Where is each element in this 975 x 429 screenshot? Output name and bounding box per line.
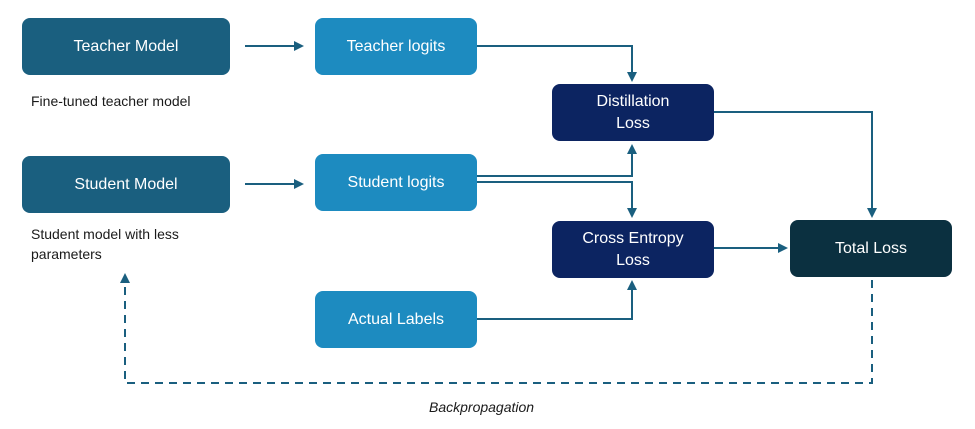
arrow-student-logits-to-crossentropy — [477, 181, 637, 218]
student-logits-label: Student logits — [347, 173, 445, 191]
teacher-model-box: Teacher Model — [22, 18, 230, 75]
teacher-logits-label: Teacher logits — [346, 37, 446, 55]
student-model-label: Student Model — [74, 175, 178, 193]
arrow-teacher-logits-to-distillation — [477, 45, 637, 82]
arrow-distillation-to-total — [714, 111, 877, 218]
cross-entropy-loss-box: Cross Entropy Loss — [552, 221, 714, 278]
total-loss-label: Total Loss — [834, 239, 908, 257]
distillation-loss-box: Distillation Loss — [552, 84, 714, 141]
distillation-loss-label: Distillation Loss — [596, 92, 670, 132]
student-model-box: Student Model — [22, 156, 230, 213]
total-loss-box: Total Loss — [790, 220, 952, 277]
student-model-caption: Student model with less parameters — [31, 226, 179, 262]
actual-labels-box: Actual Labels — [315, 291, 477, 348]
teacher-logits-box: Teacher logits — [315, 18, 477, 75]
arrow-student-logits-to-distillation — [477, 144, 637, 177]
student-logits-box: Student logits — [315, 154, 477, 211]
teacher-model-caption: Fine-tuned teacher model — [31, 93, 191, 109]
arrow-labels-to-crossentropy — [477, 280, 637, 320]
teacher-model-label: Teacher Model — [73, 37, 179, 55]
arrow-backpropagation — [120, 273, 873, 384]
backpropagation-label: Backpropagation — [429, 399, 535, 415]
cross-entropy-loss-label: Cross Entropy Loss — [582, 229, 684, 269]
actual-labels-label: Actual Labels — [347, 310, 445, 328]
